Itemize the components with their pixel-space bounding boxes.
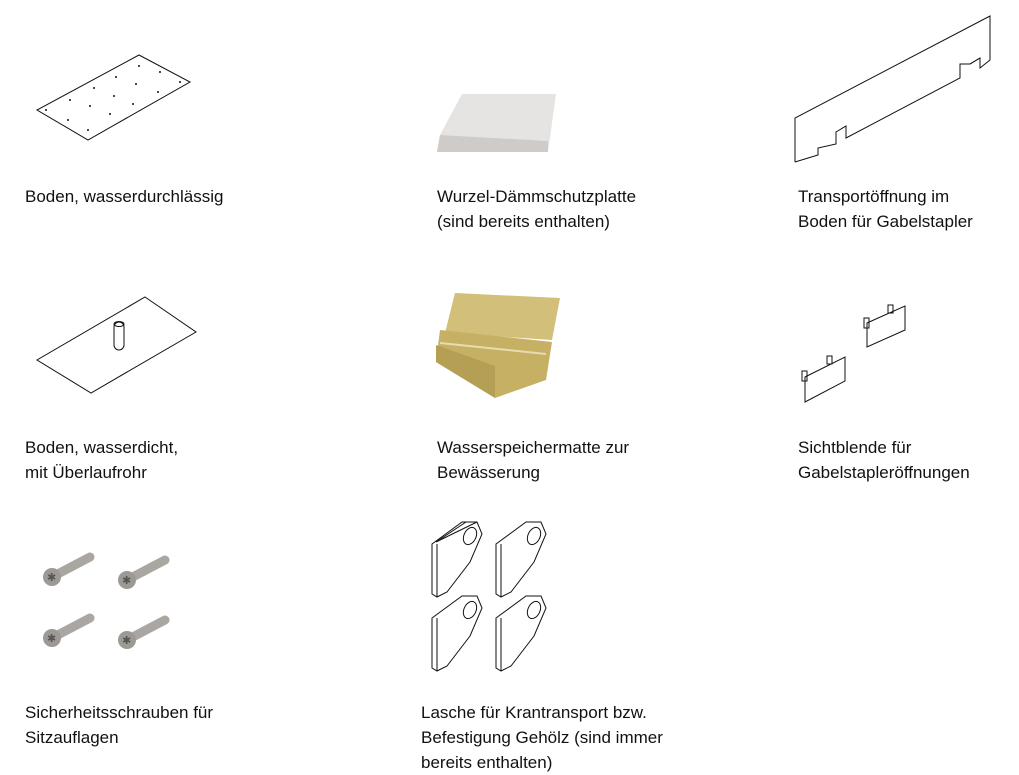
caption-line: Lasche für Krantransport bzw. <box>421 703 647 722</box>
caption-opening-cover: Sichtblende für Gabelstapleröffnungen <box>798 435 970 485</box>
caption-waterproof-floor: Boden, wasserdicht, mit Überlaufrohr <box>25 435 178 485</box>
caption-line: Boden für Gabelstapler <box>798 212 973 231</box>
caption-line: bereits enthalten) <box>421 753 553 772</box>
caption-water-storage-mat: Wasserspeichermatte zur Bewässerung <box>437 435 629 485</box>
water-storage-mat-icon <box>436 293 560 398</box>
caption-line: Befestigung Gehölz (sind immer <box>421 728 663 747</box>
waterproof-floor-overflow-pipe-icon <box>36 296 197 394</box>
caption-line: Transportöffnung im <box>798 187 950 206</box>
caption-line: Sicherheitsschrauben für <box>25 703 214 722</box>
caption-lifting-tab: Lasche für Krantransport bzw. Befestigun… <box>421 700 663 775</box>
caption-line: Sitzauflagen <box>25 728 119 747</box>
svg-text:✱: ✱ <box>47 633 56 645</box>
security-screws-icon: ✱ ✱ ✱ ✱ <box>43 552 170 649</box>
caption-forklift-opening: Transportöffnung im Boden für Gabelstapl… <box>798 184 973 234</box>
caption-line: (sind bereits enthalten) <box>437 212 610 231</box>
svg-text:✱: ✱ <box>122 635 131 647</box>
caption-root-protection-board: Wurzel-Dämmschutzplatte (sind bereits en… <box>437 184 636 234</box>
crane-lifting-tab-icon <box>431 521 547 672</box>
caption-line: Boden, wasserdicht, <box>25 438 179 457</box>
forklift-opening-cover-icon <box>801 304 906 403</box>
forklift-opening-floor-icon <box>794 15 991 163</box>
caption-line: Wasserspeichermatte zur <box>437 438 630 457</box>
caption-line: mit Überlaufrohr <box>25 463 147 482</box>
caption-security-screws: Sicherheitsschrauben für Sitzauflagen <box>25 700 213 750</box>
caption-line: Bewässerung <box>437 463 541 482</box>
caption-line: Sichtblende für <box>798 438 912 457</box>
svg-text:✱: ✱ <box>122 575 131 587</box>
root-protection-board-icon <box>437 94 556 152</box>
svg-text:✱: ✱ <box>47 572 56 584</box>
caption-line: Wurzel-Dämmschutzplatte <box>437 187 637 206</box>
perforated-floor-plate-icon <box>35 54 192 141</box>
caption-line: Gabelstapleröffnungen <box>798 463 970 482</box>
caption-perforated-floor: Boden, wasserdurchlässig <box>25 184 223 209</box>
caption-line: Boden, wasserdurchlässig <box>25 187 224 206</box>
